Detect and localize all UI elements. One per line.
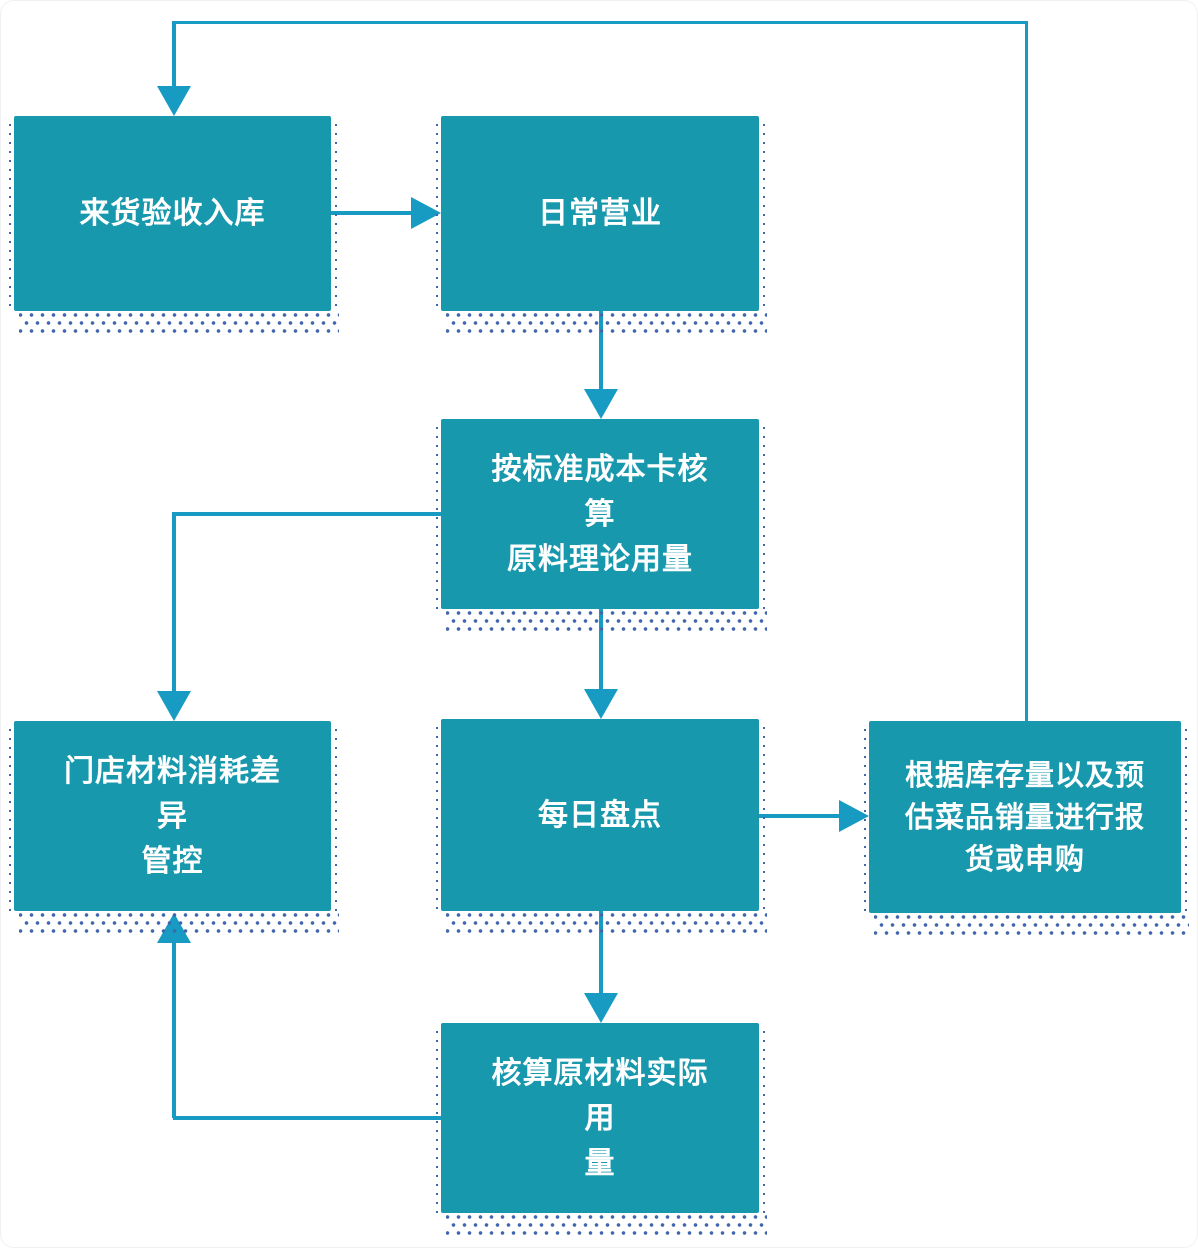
node-actual-usage-label: 核算原材料实际用 量 — [491, 1055, 709, 1181]
node-incoming-inspection: 来货验收入库 — [9, 116, 339, 337]
edge-actual-to-variance-h-line — [173, 1116, 442, 1120]
node-daily-stocktake: 每日盘点 — [436, 719, 767, 937]
node-variance-control: 门店材料消耗差异 管控 — [9, 721, 339, 937]
edge-stocktake-to-replenish-line — [759, 814, 841, 818]
edge-incoming-to-daily-line — [331, 211, 413, 215]
node-theoretical-usage: 按标准成本卡核算 原料理论用量 — [436, 419, 767, 635]
arrowhead-into-theoretical-usage — [584, 389, 618, 419]
arrowhead-into-incoming-inspection — [157, 86, 191, 116]
edge-theoretical-to-stocktake-line — [599, 609, 603, 691]
arrowhead-into-variance-control-top — [157, 691, 191, 721]
node-daily-operation-label: 日常营业 — [538, 196, 662, 231]
edge-stocktake-to-actual-line — [599, 911, 603, 995]
arrowhead-into-actual-usage — [584, 993, 618, 1023]
arrowhead-into-daily-operation — [411, 197, 441, 229]
node-actual-usage: 核算原材料实际用 量 — [436, 1023, 767, 1239]
arrowhead-into-daily-stocktake — [584, 689, 618, 719]
arrowhead-into-variance-control-bottom — [157, 913, 191, 943]
node-variance-control-label: 门店材料消耗差异 管控 — [64, 753, 281, 879]
edge-replenish-to-incoming-left-line — [172, 21, 176, 87]
edge-actual-to-variance-v-line — [172, 941, 176, 1118]
node-replenish-order: 根据库存量以及预 估菜品销量进行报 货或申购 — [864, 721, 1189, 939]
edge-replenish-to-incoming-right-line — [1025, 21, 1028, 721]
edge-theoretical-to-variance-v-line — [172, 512, 176, 693]
node-incoming-inspection-label: 来货验收入库 — [79, 196, 266, 231]
edge-replenish-to-incoming-top-line — [172, 21, 1028, 24]
arrowhead-into-replenish-order — [839, 800, 869, 832]
node-replenish-order-label: 根据库存量以及预 估菜品销量进行报 货或申购 — [904, 757, 1145, 877]
node-theoretical-usage-label: 按标准成本卡核算 原料理论用量 — [491, 451, 709, 577]
node-daily-operation: 日常营业 — [436, 116, 767, 337]
node-daily-stocktake-label: 每日盘点 — [538, 797, 662, 833]
edge-daily-to-theoretical-line — [599, 311, 603, 391]
edge-theoretical-to-variance-h-line — [173, 512, 441, 516]
